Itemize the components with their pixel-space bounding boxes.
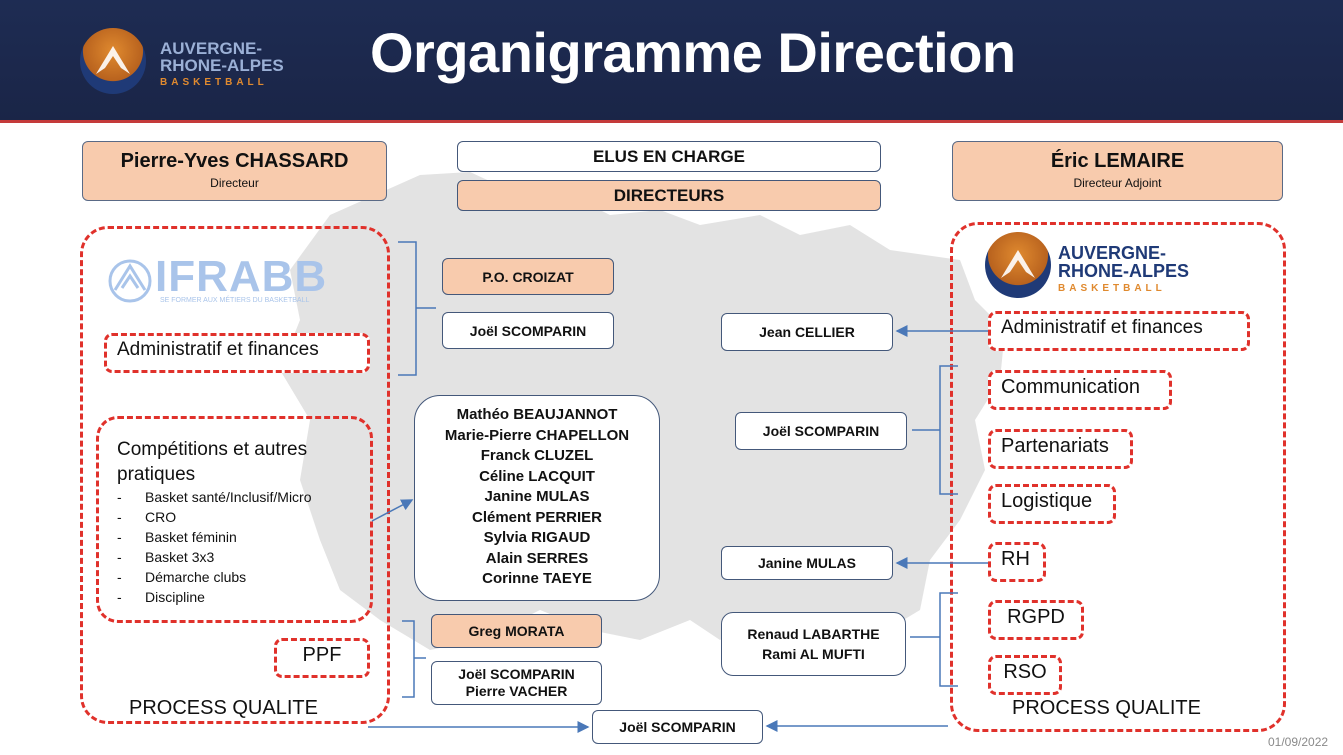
ppf-tag: PPF	[274, 638, 370, 678]
header-banner	[0, 0, 1343, 123]
rso-tag: RSO	[988, 655, 1062, 695]
header-logo-line3: BASKETBALL	[160, 77, 268, 88]
left-director-box: Pierre-Yves CHASSARD Directeur	[82, 141, 387, 201]
arabb-logo-line3: BASKETBALL	[1058, 283, 1166, 294]
left-director-role: Directeur	[210, 176, 259, 190]
list-item: Alain SERRES	[485, 549, 589, 567]
rh-tag: RH	[988, 542, 1046, 582]
list-item: Corinne TAEYE	[482, 570, 592, 587]
list-item: -Discipline	[117, 589, 205, 605]
competitions-title-line1: Compétitions et autres	[117, 439, 308, 460]
scomparin-vacher-box: Joël SCOMPARIN Pierre VACHER	[431, 661, 602, 705]
ifrabb-department-frame	[80, 226, 390, 724]
list-item: Janine MULAS	[484, 488, 590, 505]
left-process-qualite: PROCESS QUALITE	[129, 697, 318, 719]
arabb-logo-peak-icon	[1001, 250, 1035, 278]
list-item: Marie-Pierre CHAPELLON	[444, 426, 630, 444]
list-item: Sylvia RIGAUD	[483, 529, 591, 546]
competitions-title-line2: pratiques	[117, 464, 196, 485]
right-director-name: Éric LEMAIRE	[1050, 150, 1185, 172]
brace-ppf	[402, 620, 426, 698]
header-logo-text: AUVERGNE- RHONE-ALPES BASKETBALL	[160, 40, 284, 91]
bottom-scomparin-name: Joël SCOMPARIN	[619, 719, 736, 735]
right-director-box: Éric LEMAIRE Directeur Adjoint	[952, 141, 1283, 201]
croizat-name: P.O. CROIZAT	[482, 268, 574, 285]
communication-tag: Communication	[988, 370, 1172, 410]
legend-directeurs: DIRECTEURS	[457, 180, 881, 211]
morata-name: Greg MORATA	[468, 623, 565, 639]
scomparin-com-name: Joël SCOMPARIN	[762, 423, 880, 439]
competitions-frame	[96, 416, 373, 623]
right-admin-tag: Administratif et finances	[988, 311, 1250, 351]
cellier-box: Jean CELLIER	[721, 313, 893, 351]
ifrabb-ball-icon	[108, 259, 152, 303]
legend-directeurs-label: DIRECTEURS	[613, 185, 725, 205]
list-item: Franck CLUZEL	[480, 447, 594, 464]
ifrabb-tagline: SE FORMER AUX MÉTIERS DU BASKETBALL	[160, 297, 310, 304]
list-item: Céline LACQUIT	[479, 467, 595, 485]
list-item: -Basket féminin	[117, 529, 237, 545]
list-item: -Démarche clubs	[117, 569, 247, 585]
rgpd-tag: RGPD	[988, 600, 1084, 640]
scomparin-ifrabb-name: Joël SCOMPARIN	[469, 322, 587, 339]
list-item: -Basket 3x3	[117, 549, 215, 565]
right-process-qualite: PROCESS QUALITE	[1012, 697, 1201, 719]
footer-date: 01/09/2022	[1268, 735, 1329, 749]
scomparin-com-box: Joël SCOMPARIN	[735, 412, 907, 450]
brace-rgpd	[910, 592, 958, 687]
labarthe-box: Renaud LABARTHE Rami AL MUFTI	[721, 612, 906, 676]
basketball-logo-icon	[80, 28, 146, 94]
ifrabb-name: IFRABB	[155, 252, 328, 301]
labarthe-line2: Rami AL MUFTI	[762, 646, 865, 662]
left-admin-tag: Administratif et finances	[104, 333, 370, 373]
arabb-department-frame	[950, 222, 1286, 732]
morata-box: Greg MORATA	[431, 614, 602, 648]
legend-elus-label: ELUS EN CHARGE	[592, 146, 746, 166]
croizat-box: P.O. CROIZAT	[442, 258, 614, 295]
elus-list-box: Mathéo BEAUJANNOT Marie-Pierre CHAPELLON…	[414, 395, 660, 601]
right-director-role: Directeur Adjoint	[1073, 176, 1162, 190]
header-logo-line1: AUVERGNE-	[160, 39, 263, 58]
labarthe-line1: Renaud LABARTHE	[747, 626, 880, 642]
scomparin-vacher-line2: Pierre VACHER	[465, 683, 568, 699]
left-director-name: Pierre-Yves CHASSARD	[120, 150, 349, 172]
elus-list: Mathéo BEAUJANNOT Marie-Pierre CHAPELLON…	[415, 405, 659, 590]
competitions-list: -Basket santé/Inclusif/Micro -CRO -Baske…	[117, 487, 312, 607]
partenariats-tag: Partenariats	[988, 429, 1133, 469]
bottom-scomparin-box: Joël SCOMPARIN	[592, 710, 763, 744]
page-title: Organigramme Direction	[370, 21, 1016, 84]
logistique-tag: Logistique	[988, 484, 1116, 524]
logo-peak-icon	[96, 46, 130, 74]
competitions-title: Compétitions et autres pratiques	[117, 437, 307, 487]
list-item: Mathéo BEAUJANNOT	[456, 406, 618, 423]
scomparin-ifrabb-box: Joël SCOMPARIN	[442, 312, 614, 349]
cellier-name: Jean CELLIER	[759, 324, 855, 340]
brace-ifrabb	[398, 241, 436, 376]
arabb-logo-line1: AUVERGNE-	[1058, 243, 1167, 263]
list-item: -CRO	[117, 509, 177, 525]
list-item: Clément PERRIER	[471, 508, 603, 526]
arabb-logo-line2: RHONE-ALPES	[1058, 261, 1190, 281]
arrow-competitions	[371, 499, 414, 522]
arabb-logo-text: AUVERGNE- RHONE-ALPES BASKETBALL	[1058, 244, 1189, 298]
brace-communication	[912, 365, 958, 495]
list-item: -Basket santé/Inclusif/Micro	[117, 489, 312, 505]
mulas-box: Janine MULAS	[721, 546, 893, 580]
legend-elus: ELUS EN CHARGE	[457, 141, 881, 172]
header-logo-line2: RHONE-ALPES	[160, 56, 284, 75]
arabb-logo-icon	[985, 232, 1051, 298]
mulas-name: Janine MULAS	[757, 555, 856, 571]
scomparin-vacher-line1: Joël SCOMPARIN	[458, 666, 575, 682]
